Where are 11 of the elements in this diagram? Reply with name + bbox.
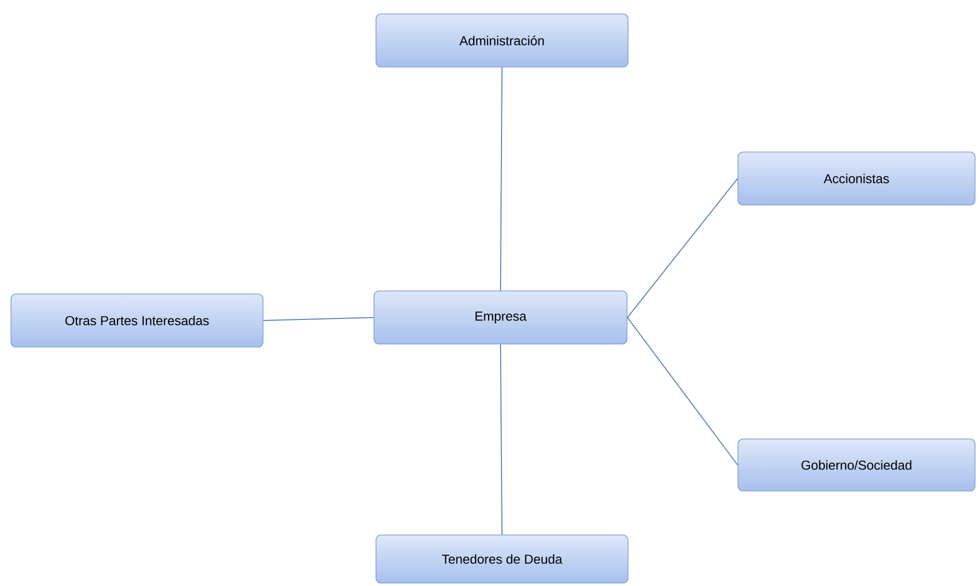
process-box: Empresa bbox=[374, 290, 628, 344]
process-box: Gobierno/Sociedad bbox=[738, 438, 976, 492]
process-box: Administración bbox=[376, 14, 628, 68]
process-box: Accionistas bbox=[738, 152, 976, 206]
process-box: Otras Partes Interesadas bbox=[10, 294, 264, 348]
connector-line bbox=[500, 344, 502, 536]
connector-line bbox=[626, 178, 738, 318]
connector-line bbox=[626, 317, 738, 466]
connector-line bbox=[262, 317, 374, 321]
process-box: Tenedores de Deuda bbox=[376, 534, 628, 584]
connector-line bbox=[500, 66, 502, 292]
